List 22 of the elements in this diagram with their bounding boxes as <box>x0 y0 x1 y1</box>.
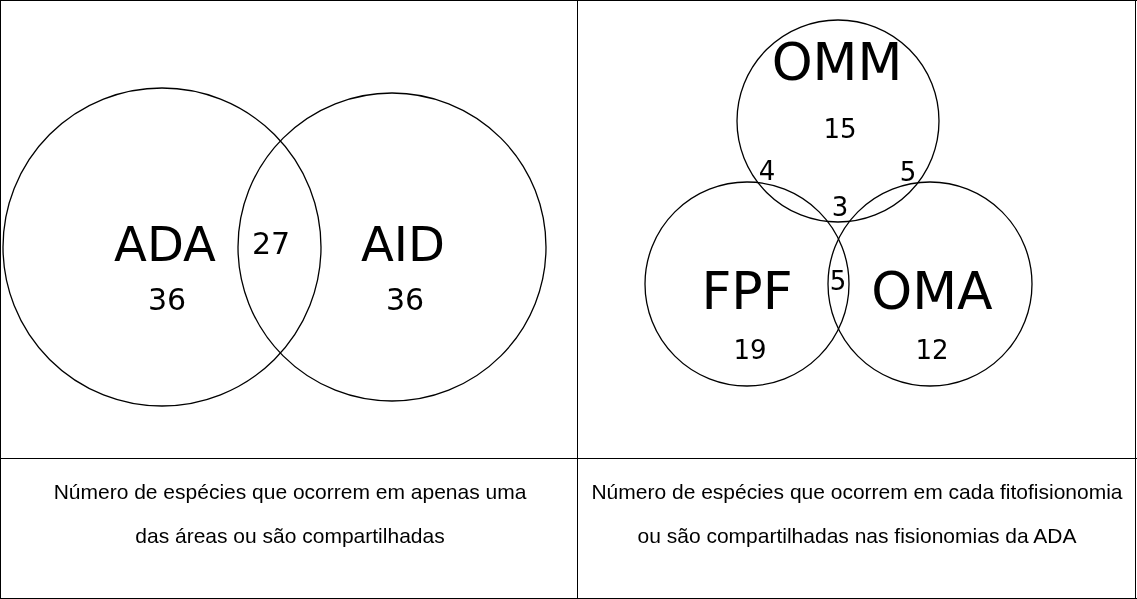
count-number: 12 <box>915 337 949 363</box>
venn-circle <box>2 87 322 407</box>
overlap-count: 5 <box>899 159 917 185</box>
overlap-count: 4 <box>758 158 776 184</box>
overlap-count: 3 <box>831 194 849 220</box>
count-number: 36 <box>147 285 187 315</box>
set-name: OMM <box>771 36 903 88</box>
venn-circle <box>736 19 940 223</box>
overlap-count: 5 <box>829 268 847 294</box>
set-name: OMA <box>871 265 993 317</box>
set-name: AID <box>361 220 445 268</box>
caption-text: Número de espécies que ocorrem em apenas uma das áreas ou são compartilhadas <box>52 479 528 549</box>
venn-circle <box>237 92 547 402</box>
caption-text: Número de espécies que ocorrem em cada fitofisionomia ou são compartilhadas nas fisionomias da ADA <box>590 479 1124 549</box>
venn-circle <box>644 181 850 387</box>
set-name: ADA <box>114 220 216 268</box>
count-number: 36 <box>385 285 425 315</box>
venn-circle <box>827 181 1033 387</box>
set-name: FPF <box>701 265 793 317</box>
count-number: 19 <box>733 337 767 363</box>
count-number: 15 <box>823 116 857 142</box>
overlap-count: 27 <box>251 229 291 259</box>
